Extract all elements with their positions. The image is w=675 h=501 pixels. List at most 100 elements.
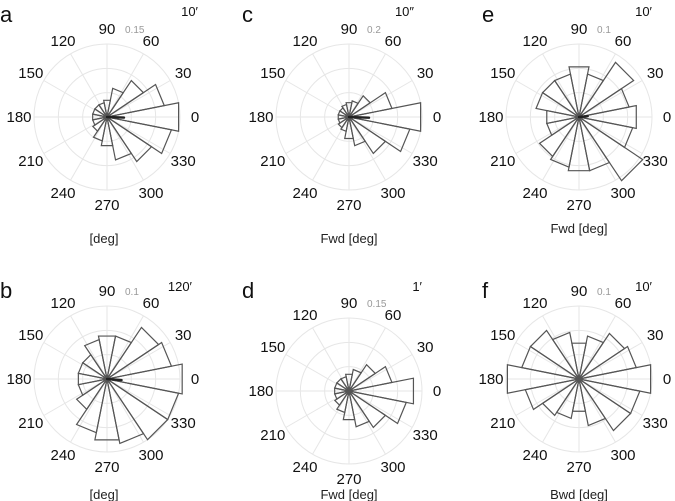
grid-spoke	[348, 327, 386, 392]
ring-value-label: 0.1	[597, 287, 611, 298]
angle-tick-label: 330	[413, 427, 438, 444]
mean-vector	[105, 377, 123, 382]
angle-tick-label: 30	[647, 327, 664, 344]
grid-spoke	[348, 80, 413, 118]
angle-tick-label: 300	[380, 459, 405, 476]
grid-spoke	[312, 327, 350, 392]
angle-tick-label: 60	[615, 33, 632, 50]
angle-tick-label: 180	[248, 383, 273, 400]
axis-caption: Bwd [deg]	[550, 487, 608, 501]
axis-caption: [deg]	[90, 487, 119, 501]
panel-letter: d	[242, 278, 254, 303]
grid-spoke	[70, 53, 108, 118]
angle-tick-label: 270	[94, 197, 119, 214]
panel-letter: f	[482, 278, 489, 303]
grid-spoke	[578, 315, 616, 380]
angle-tick-label: 150	[18, 65, 43, 82]
angle-tick-label: 30	[417, 339, 434, 356]
angle-tick-label: 120	[292, 33, 317, 50]
grid-spoke	[285, 80, 350, 118]
histogram-petal	[348, 390, 408, 425]
grid-spoke	[70, 378, 108, 443]
angle-tick-label: 0	[433, 383, 441, 400]
grid-spoke	[43, 342, 108, 380]
grid-spoke	[348, 116, 413, 154]
angle-tick-label: 150	[490, 65, 515, 82]
grid-spoke	[515, 116, 580, 154]
angle-tick-label: 240	[292, 185, 317, 202]
angle-tick-label: 60	[143, 295, 160, 312]
angle-tick-label: 240	[292, 459, 317, 476]
grid-spoke	[106, 378, 144, 443]
angle-tick-label: 240	[522, 185, 547, 202]
angle-tick-label: 210	[18, 415, 43, 432]
angle-tick-label: 0	[433, 109, 441, 126]
angle-tick-label: 180	[478, 371, 503, 388]
grid-spoke	[43, 116, 108, 154]
grid-spoke	[312, 390, 350, 455]
angle-tick-label: 90	[99, 21, 116, 38]
angle-tick-label: 240	[50, 185, 75, 202]
angle-tick-label: 120	[522, 295, 547, 312]
grid-spoke	[285, 354, 350, 392]
angle-tick-label: 150	[260, 339, 285, 356]
angle-tick-label: 150	[18, 327, 43, 344]
angle-tick-label: 90	[99, 283, 116, 300]
angle-tick-label: 330	[171, 415, 196, 432]
grid-spoke	[285, 116, 350, 154]
axis-caption: Fwd [deg]	[550, 221, 607, 236]
mean-vector	[347, 115, 371, 119]
grid-spoke	[578, 116, 643, 154]
time-label: 10′	[635, 4, 652, 19]
angle-tick-label: 60	[615, 295, 632, 312]
angle-tick-label: 90	[571, 283, 588, 300]
grid-spoke	[70, 315, 108, 380]
angle-tick-label: 0	[663, 109, 671, 126]
grid-spoke	[515, 80, 580, 118]
angle-tick-label: 30	[175, 327, 192, 344]
angle-tick-label: 210	[490, 415, 515, 432]
grid-spoke	[578, 378, 643, 416]
angle-tick-label: 120	[50, 295, 75, 312]
angle-tick-label: 300	[610, 447, 635, 464]
angle-tick-label: 150	[260, 65, 285, 82]
grid-spoke	[348, 116, 386, 181]
grid-spoke	[348, 390, 413, 428]
angle-tick-label: 30	[647, 65, 664, 82]
histogram-petal	[106, 378, 180, 421]
grid-spoke	[542, 53, 580, 118]
grid-spoke	[578, 80, 643, 118]
ring-value-label: 0.1	[597, 25, 611, 36]
angle-tick-label: 300	[138, 447, 163, 464]
grid-spoke	[578, 53, 616, 118]
grid-spoke	[312, 53, 350, 118]
grid-spoke	[515, 378, 580, 416]
ring-value-label: 0.15	[125, 25, 145, 36]
histogram-petal	[106, 116, 173, 155]
axis-caption: Fwd [deg]	[320, 231, 377, 246]
panel-letter: b	[0, 278, 12, 303]
angle-tick-label: 30	[417, 65, 434, 82]
angle-tick-label: 90	[571, 21, 588, 38]
ring-value-label: 0.1	[125, 287, 139, 298]
angle-tick-label: 120	[522, 33, 547, 50]
grid-spoke	[285, 390, 350, 428]
grid-spoke	[515, 342, 580, 380]
ring-value-label: 0.15	[367, 299, 387, 310]
grid-spoke	[106, 378, 171, 416]
angle-tick-label: 180	[478, 109, 503, 126]
angle-tick-label: 330	[643, 415, 668, 432]
angle-tick-label: 60	[385, 307, 402, 324]
time-label: 120′	[168, 279, 193, 294]
grid-spoke	[312, 116, 350, 181]
angle-tick-label: 270	[336, 471, 361, 488]
angle-tick-label: 270	[94, 459, 119, 476]
panel-letter: c	[242, 2, 253, 27]
grid-spoke	[348, 354, 413, 392]
angle-tick-label: 0	[191, 109, 199, 126]
angle-tick-label: 60	[143, 33, 160, 50]
